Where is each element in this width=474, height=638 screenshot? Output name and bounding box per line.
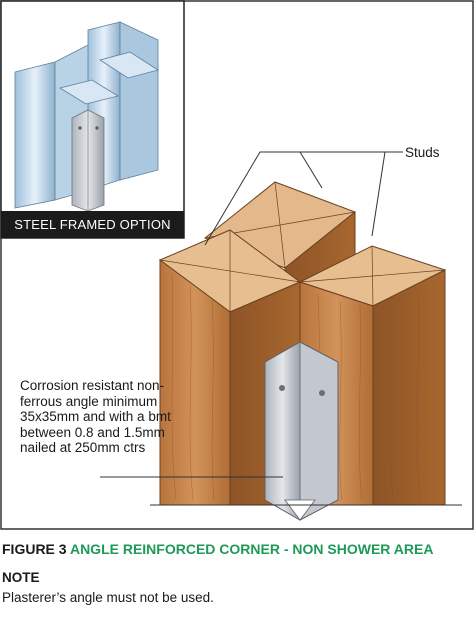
studs-leader-lines [204, 151, 403, 246]
angle-callout: Corrosion resistant non-ferrous angle mi… [20, 378, 171, 455]
metal-angle [264, 341, 339, 521]
nail-head [279, 385, 285, 391]
note-heading: NOTE [2, 570, 40, 585]
diagram-illustration [0, 0, 474, 530]
figure-number: FIGURE 3 [2, 541, 67, 557]
figure-name: ANGLE REINFORCED CORNER - NON SHOWER ARE… [69, 541, 434, 557]
figure-border [0, 0, 474, 530]
note-text: Plasterer’s angle must not be used. [2, 590, 214, 605]
studs-label: Studs [405, 145, 440, 160]
steel-stud-group [14, 21, 159, 212]
steel-framed-inset [0, 0, 185, 239]
nail-head [319, 390, 325, 396]
inset-caption: STEEL FRAMED OPTION [1, 211, 184, 238]
figure-title: FIGURE 3 ANGLE REINFORCED CORNER - NON S… [2, 541, 433, 557]
